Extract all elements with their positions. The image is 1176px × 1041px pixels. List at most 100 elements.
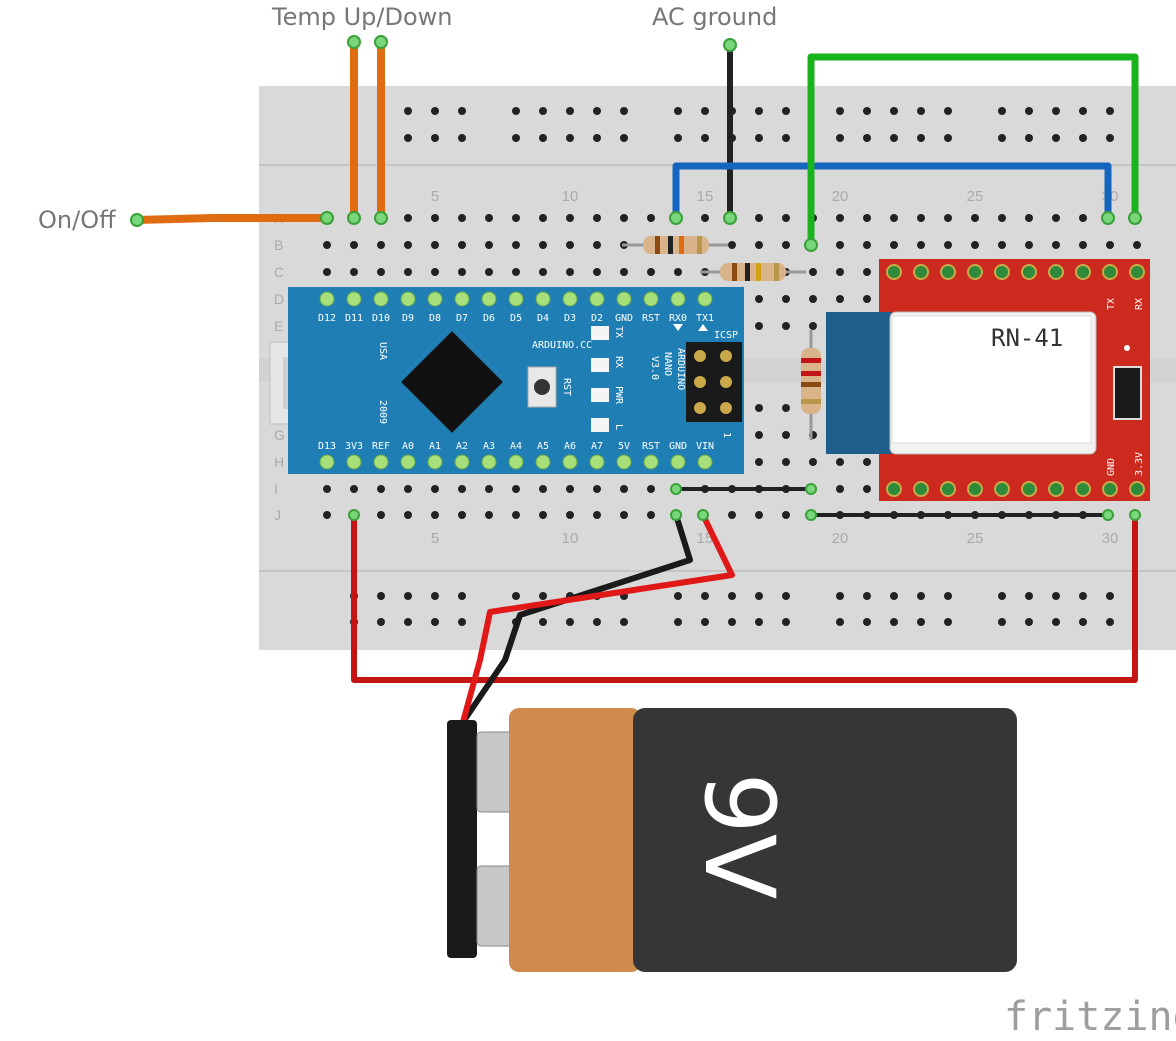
breadboard-hole [701,214,709,222]
rn41-switch [1113,366,1142,420]
breadboard-hole [377,241,385,249]
rail-hole [1079,618,1087,626]
row-label: I [274,481,278,497]
nano-pin [481,291,497,307]
rail-hole [1025,107,1033,115]
rail-hole [944,592,952,600]
breadboard-hole [890,214,898,222]
rn41-pin [967,481,983,497]
breadboard-hole [917,241,925,249]
rail-hole [836,592,844,600]
breadboard-hole [620,511,628,519]
rn41-rx-label: RX [1134,298,1145,310]
breadboard-hole [485,241,493,249]
breadboard-hole [512,511,520,519]
breadboard-hole [836,241,844,249]
nano-top-pin-label: RX0 [669,313,687,324]
breadboard-hole [485,214,493,222]
rail-hole [728,618,736,626]
rail-hole [701,107,709,115]
column-label: 10 [562,530,579,547]
rail-hole [836,618,844,626]
wire-on-off [133,214,331,224]
nano-top-pin-label: D9 [402,313,414,324]
rn41-pin [1129,481,1145,497]
nano-pin [697,454,713,470]
rail-hole [890,592,898,600]
rail-hole [1106,618,1114,626]
nano-model-line3: V3.0 [649,356,660,380]
breadboard-hole [1052,241,1060,249]
rail-hole [566,134,574,142]
nano-pin [481,454,497,470]
nano-pin [454,291,470,307]
wire-green [807,53,1139,245]
column-label: 20 [832,530,849,547]
breadboard-hole [728,511,736,519]
resistor-3 [801,330,821,440]
breadboard-hole [323,511,331,519]
breadboard-hole [458,241,466,249]
nano-bottom-pin-label: A4 [510,441,522,452]
rail-hole [917,618,925,626]
rail-hole [1106,592,1114,600]
rail-hole [944,134,952,142]
rail-hole [728,592,736,600]
rail-hole [1079,592,1087,600]
breadboard-hole [431,241,439,249]
rail-hole [917,134,925,142]
rail-hole [512,107,520,115]
orange-wires [133,38,385,224]
breadboard-hole [404,214,412,222]
nano-top-pin-label: D10 [372,313,390,324]
nano-icsp-header [686,342,742,422]
rail-hole [1052,107,1060,115]
nano-top-pin-label: D5 [510,313,522,324]
rail-hole [701,618,709,626]
nano-bottom-pin-label: VIN [696,441,714,452]
rn41-pin [913,481,929,497]
breadboard-hole [512,214,520,222]
breadboard-hole [1025,214,1033,222]
breadboard-hole [836,214,844,222]
breadboard-hole [755,322,763,330]
battery-body-black [633,708,1017,972]
breadboard-hole [458,214,466,222]
rn41-led [1124,345,1130,351]
rail-hole [458,134,466,142]
breadboard-hole [809,322,817,330]
breadboard-hole [566,511,574,519]
rn41-pin [913,264,929,280]
breadboard-hole [647,485,655,493]
nano-usa-label: USA [377,342,388,360]
nano-top-pin-label: RST [642,313,660,324]
rail-hole [539,618,547,626]
rail-hole [1079,134,1087,142]
breadboard-hole [863,214,871,222]
rail-hole [701,134,709,142]
rail-hole [863,107,871,115]
breadboard-hole [1106,241,1114,249]
battery-9v: 9V [447,708,1017,972]
breadboard-hole [917,214,925,222]
rail-hole [755,107,763,115]
wire-blue [672,162,1112,218]
nano-top-pin-label: D3 [564,313,576,324]
breadboard-hole [539,511,547,519]
black-jumper-wires [674,487,1110,517]
breadboard-hole [809,295,817,303]
rail-hole [1052,134,1060,142]
breadboard-hole [782,214,790,222]
rail-hole [998,618,1006,626]
rail-hole [620,618,628,626]
breadboard-hole [971,241,979,249]
nano-bottom-pin-label: A7 [591,441,603,452]
nano-pin [670,291,686,307]
nano-pin [319,291,335,307]
rail-hole [674,592,682,600]
rail-hole [674,134,682,142]
breadboard-hole [377,268,385,276]
rn41-pin [1075,481,1091,497]
rail-hole [998,592,1006,600]
rail-hole [431,592,439,600]
